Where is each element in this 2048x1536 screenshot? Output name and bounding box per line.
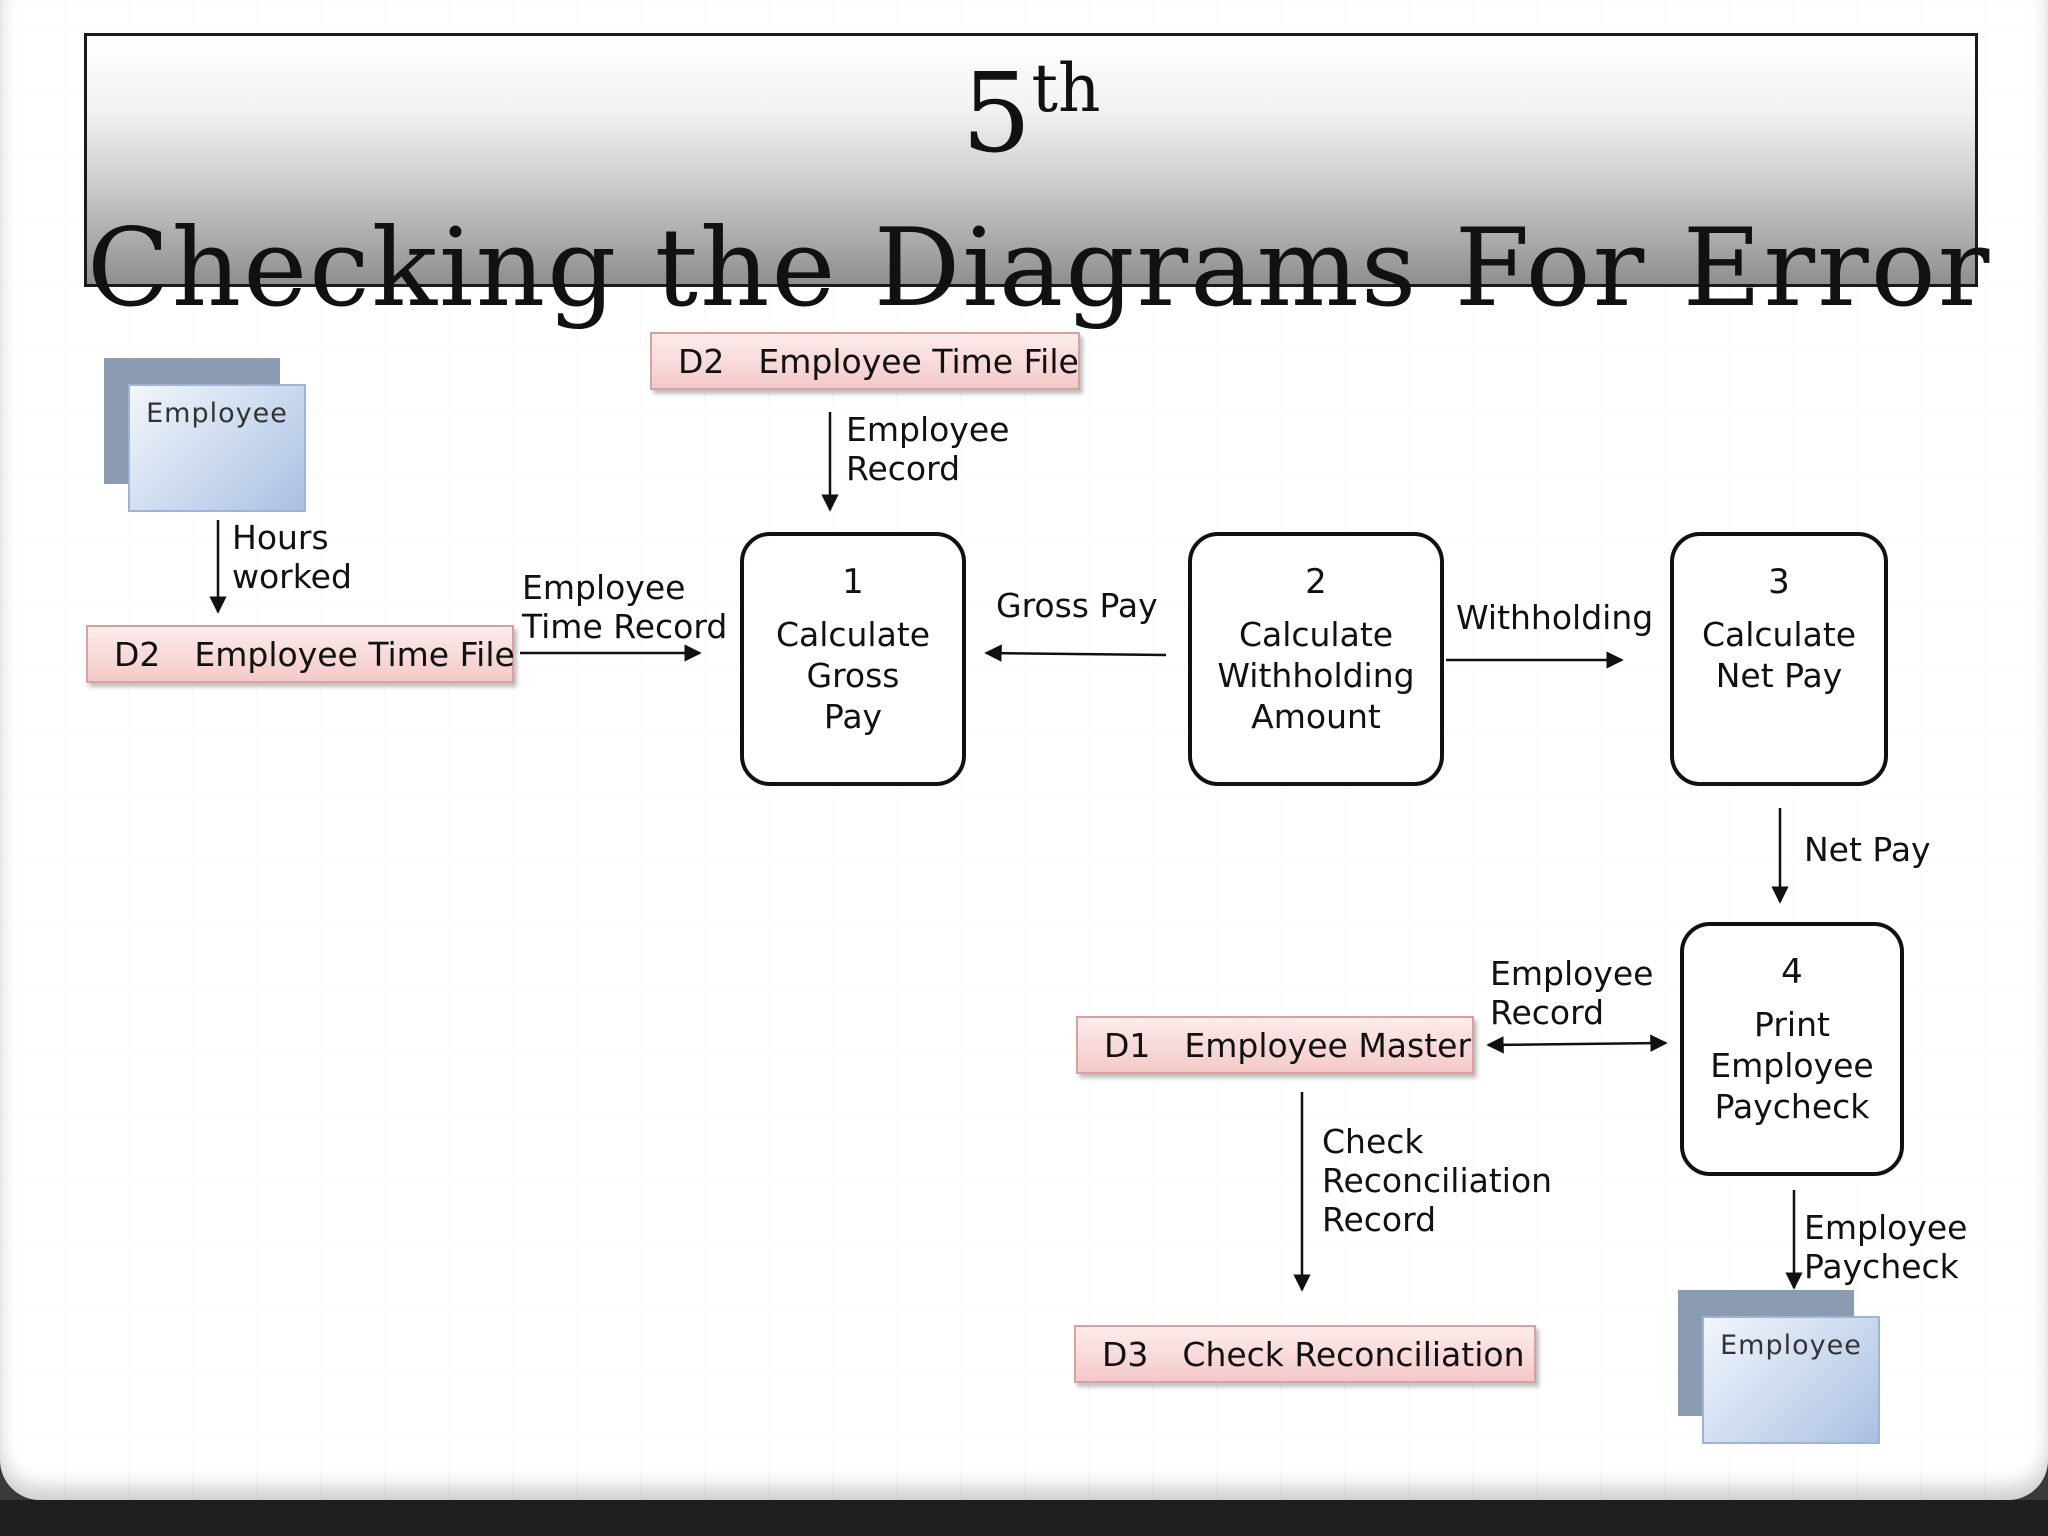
process-name-line: Calculate (1238, 615, 1394, 654)
flow-label-line: worked (232, 557, 352, 596)
data-store-id: D1 (1104, 1025, 1151, 1065)
entity-face (128, 384, 306, 512)
entity-employee-source: Employee (104, 358, 306, 514)
process-name-line: Calculate (775, 615, 931, 654)
process-name-line: Pay (823, 697, 883, 736)
flow-label-line: Reconciliation (1322, 1161, 1553, 1200)
process-number: 2 (1305, 562, 1327, 602)
process-name-line: Calculate (1701, 615, 1857, 654)
data-store-id: D2 (114, 634, 161, 674)
data-store-name: Employee Time File (758, 341, 1079, 381)
flow-label-line: Time Record (522, 607, 728, 646)
entity-label: Employee (146, 398, 288, 429)
title-ordinal: 5th (87, 56, 1975, 169)
process-name: Calculate Withholding Amount (1192, 614, 1440, 737)
flow-label-line: Hours (232, 518, 329, 557)
flow-label-employee-time-record: Employee Time Record (522, 568, 727, 646)
process-name-line: Employee (1710, 1046, 1874, 1085)
title-number: 5 (961, 49, 1032, 177)
flow-label-withholding: Withholding (1456, 598, 1653, 637)
entity-label: Employee (1720, 1330, 1862, 1361)
title-box: 5th Checking the Diagrams For Error (84, 33, 1989, 331)
process-name-line: Withholding (1217, 656, 1415, 695)
entity-employee-sink: Employee (1678, 1290, 1880, 1446)
process-name-line: Print (1754, 1005, 1830, 1044)
flow-label-line: Paycheck (1804, 1247, 1959, 1286)
flow-label-gross-pay: Gross Pay (996, 586, 1158, 625)
data-store-d2-top: D2 Employee Time File (650, 332, 1080, 390)
process-4: 4 Print Employee Paycheck (1680, 922, 1904, 1176)
process-name-line: Net Pay (1715, 656, 1843, 695)
flow-label-check-reconciliation-record: Check Reconciliation Record (1322, 1122, 1552, 1239)
entity-face (1702, 1316, 1880, 1444)
data-store-d1: D1 Employee Master (1076, 1016, 1474, 1074)
flow-label-employee-record-top: Employee Record (846, 410, 1009, 488)
page-title: Checking the Diagrams For Error (87, 206, 1992, 331)
flow-label-line: Employee (1804, 1208, 1968, 1247)
arrow-gross-pay (984, 644, 1167, 662)
data-store-name: Check Reconciliation (1182, 1334, 1525, 1374)
process-1: 1 Calculate Gross Pay (740, 532, 966, 786)
process-3: 3 Calculate Net Pay (1670, 532, 1888, 786)
data-store-name: Employee Master (1184, 1025, 1472, 1065)
flow-label-line: Employee (846, 410, 1010, 449)
process-name-line: Paycheck (1714, 1087, 1870, 1126)
flow-label-net-pay: Net Pay (1804, 830, 1931, 869)
flow-label-line: Check (1322, 1122, 1424, 1161)
data-store-d3: D3 Check Reconciliation (1074, 1325, 1536, 1383)
process-2: 2 Calculate Withholding Amount (1188, 532, 1444, 786)
process-name: Calculate Net Pay (1674, 614, 1884, 696)
flow-label-line: Record (846, 449, 961, 488)
process-name-line: Gross (806, 656, 900, 695)
arrow-employee-record-d1 (1486, 1034, 1668, 1054)
flow-label-line: Record (1490, 993, 1605, 1032)
slide-bottom-bar (0, 1500, 2048, 1536)
flow-label-line: Net Pay (1804, 830, 1931, 869)
flow-label-hours-worked: Hours worked (232, 518, 352, 596)
flow-label-line: Record (1322, 1200, 1437, 1239)
flow-label-line: Employee (1490, 954, 1654, 993)
data-store-id: D2 (678, 341, 725, 381)
title-suffix: th (1031, 50, 1101, 127)
process-number: 3 (1768, 562, 1790, 602)
flow-label-line: Employee (522, 568, 686, 607)
flow-label-employee-record-d1: Employee Record (1490, 954, 1653, 1032)
flow-label-employee-paycheck: Employee Paycheck (1804, 1208, 1967, 1286)
process-number: 1 (842, 562, 864, 602)
process-name-line: Amount (1251, 697, 1381, 736)
data-store-d2-left: D2 Employee Time File (86, 625, 515, 683)
process-number: 4 (1781, 952, 1803, 992)
flow-label-line: Withholding (1456, 598, 1654, 637)
data-store-id: D3 (1102, 1334, 1149, 1374)
process-name: Print Employee Paycheck (1684, 1004, 1900, 1127)
process-name: Calculate Gross Pay (744, 614, 962, 737)
data-store-name: Employee Time File (194, 634, 515, 674)
flow-label-line: Gross Pay (996, 586, 1158, 625)
